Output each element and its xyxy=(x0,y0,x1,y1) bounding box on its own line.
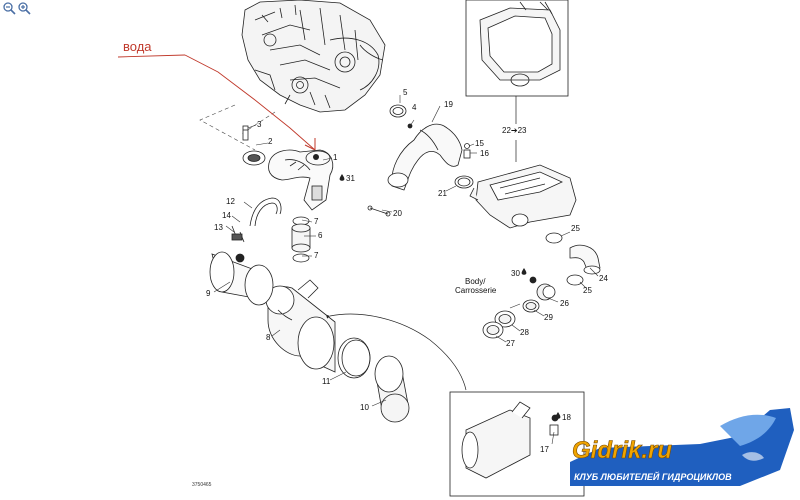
zoom-in-icon xyxy=(18,2,31,15)
logo-brand: Gidrik.ru xyxy=(572,437,672,464)
body-label-line2: Carrosserie xyxy=(455,286,497,295)
sealant-drop-icon xyxy=(555,412,561,419)
callout-16: 16 xyxy=(480,149,489,158)
bolt-icon xyxy=(313,154,319,160)
callout-19: 19 xyxy=(444,100,453,109)
callout-12: 12 xyxy=(226,197,235,206)
callout-8: 8 xyxy=(266,333,271,342)
callout-26: 26 xyxy=(560,299,569,308)
detail-inset-top xyxy=(465,0,569,97)
callout-10: 10 xyxy=(360,403,369,412)
drawing-number: 3750465 xyxy=(192,482,212,488)
sealant-drop-icon xyxy=(521,268,527,275)
callout-14: 14 xyxy=(222,211,231,220)
callout-27: 27 xyxy=(506,339,515,348)
zoom-out-icon xyxy=(3,2,16,15)
water-annotation-label: вода xyxy=(123,39,152,54)
callout-4: 4 xyxy=(412,103,417,112)
callout-3: 3 xyxy=(257,120,262,129)
through-hull-fitting xyxy=(482,276,556,339)
callout-21: 21 xyxy=(438,189,447,198)
sealing-ring-part xyxy=(337,337,371,379)
outlet-tube-part xyxy=(374,355,410,423)
resonator-box xyxy=(469,164,577,229)
callout-11: 11 xyxy=(322,377,331,386)
body-label-line1: Body/ xyxy=(465,277,486,286)
outlet-hose-part xyxy=(569,244,601,275)
upper-exhaust-pipe xyxy=(387,123,463,191)
gasket-part xyxy=(242,150,266,166)
engine-leader-lines xyxy=(199,104,276,151)
inset-leader xyxy=(326,313,467,391)
muffler-part xyxy=(265,279,336,373)
stud-part xyxy=(242,125,249,141)
callout-9: 9 xyxy=(206,289,211,298)
logo-tagline: КЛУБ ЛЮБИТЕЛЕЙ ГИДРОЦИКЛОВ xyxy=(574,471,732,482)
callout-20: 20 xyxy=(393,209,402,218)
callout-31: 31 xyxy=(346,174,355,183)
callout-17: 17 xyxy=(540,445,549,454)
o-ring-part xyxy=(389,104,413,129)
detail-inset-bottom xyxy=(449,391,585,497)
callout-13: 13 xyxy=(214,223,223,232)
callout-leaders xyxy=(213,95,599,445)
callout-25-lower: 25 xyxy=(583,286,592,295)
callout-15: 15 xyxy=(475,139,484,148)
callout-6: 6 xyxy=(318,231,323,240)
callout-25-upper: 25 xyxy=(571,224,580,233)
callout-numbers: 1 2 3 4 5 6 7 7 8 9 10 11 12 13 14 15 16… xyxy=(206,88,608,454)
callout-2: 2 xyxy=(268,137,273,146)
callout-18: 18 xyxy=(562,413,571,422)
water-annotation-underline xyxy=(117,54,186,58)
exhaust-manifold-pipe xyxy=(268,149,334,211)
callout-24: 24 xyxy=(599,274,608,283)
engine-block xyxy=(241,0,386,113)
clip-part xyxy=(367,205,391,217)
coupler-part xyxy=(291,223,311,253)
callout-7-lower: 7 xyxy=(314,251,319,260)
callout-29: 29 xyxy=(544,313,553,322)
water-annotation-arrow xyxy=(184,54,316,151)
callout-1: 1 xyxy=(333,153,338,162)
callout-7-upper: 7 xyxy=(314,217,319,226)
clamp-25-part xyxy=(545,232,584,286)
gidrik-logo: Gidrik.ru КЛУБ ЛЮБИТЕЛЕЙ ГИДРОЦИКЛОВ xyxy=(570,408,794,486)
callout-30: 30 xyxy=(511,269,520,278)
hose-part xyxy=(231,197,282,243)
zoom-out-button[interactable] xyxy=(2,1,16,15)
zoom-in-button[interactable] xyxy=(17,1,31,15)
callout-22-23: 22➔23 xyxy=(502,126,527,135)
sealant-drop-icon xyxy=(339,174,345,181)
muffler-shell-part xyxy=(209,251,274,306)
water-annotation-arrowhead xyxy=(304,138,316,151)
callout-5: 5 xyxy=(403,88,408,97)
callout-28: 28 xyxy=(520,328,529,337)
clamp-21-part xyxy=(454,175,474,189)
